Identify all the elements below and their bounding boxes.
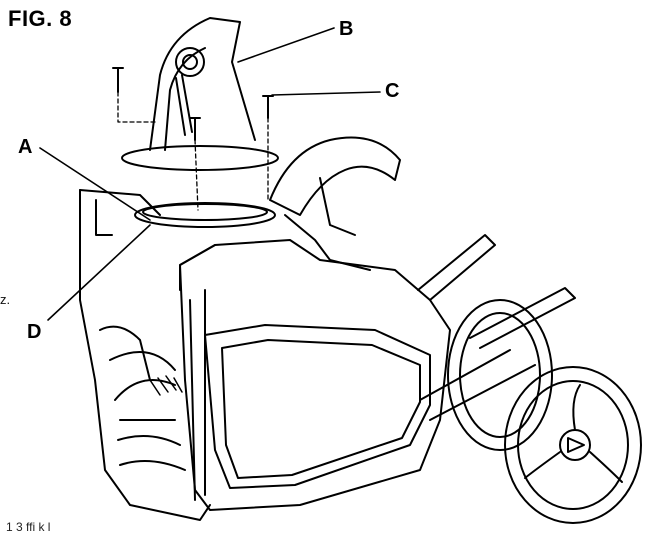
chute-screws [112,67,274,211]
footer-fragment: 1 3 ffi k l [6,520,51,534]
leader-lines [39,27,381,321]
rear-wheel [447,299,553,451]
callout-c-label: C [385,80,400,102]
cropped-edge-text: z. [0,292,11,307]
hood-handle [269,136,401,271]
handle-tubes [417,234,576,421]
discharge-chute [121,17,279,171]
figure-title: FIG. 8 [8,6,73,31]
chute-opening-ring [134,202,276,228]
callout-b-label: B [339,18,354,40]
callout-a-label: A [18,136,33,158]
callout-d-label: D [27,321,42,343]
housing-body [79,189,451,521]
side-panel [204,324,431,489]
front-wheel [504,366,642,524]
